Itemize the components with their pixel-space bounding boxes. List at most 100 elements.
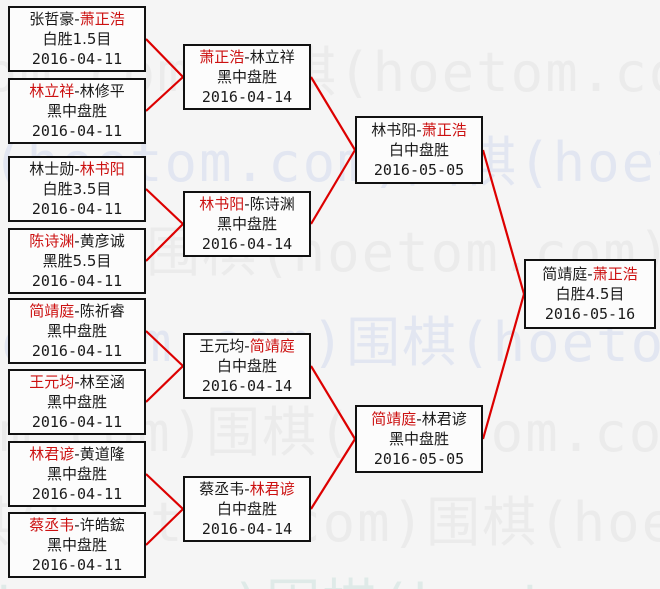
name-separator: - <box>74 516 80 534</box>
match-box-r1m6: 王元均-林至涵 黑中盘胜 2016-04-11 <box>8 369 146 435</box>
match-date: 2016-04-11 <box>31 556 123 574</box>
match-date: 2016-04-11 <box>31 200 123 218</box>
name-separator: - <box>416 410 422 428</box>
connector-line <box>145 76 184 112</box>
player-name: 萧正浩 <box>421 121 467 139</box>
match-result: 白胜4.5目 <box>555 285 625 303</box>
match-players: 张哲豪-萧正浩 <box>10 9 144 29</box>
match-date: 2016-04-14 <box>201 88 293 106</box>
player-name: 简靖庭 <box>249 337 295 355</box>
match-players: 王元均-简靖庭 <box>185 336 309 356</box>
connector-line <box>145 38 184 78</box>
match-players: 林书阳-萧正浩 <box>357 120 481 140</box>
match-players: 林君谚-黄道隆 <box>10 444 144 464</box>
player-name: 林君谚 <box>249 480 295 498</box>
match-players: 蔡丞韦-许皓鋐 <box>10 515 144 535</box>
match-result: 黑中盘胜 <box>46 536 107 554</box>
match-result: 白胜1.5目 <box>42 30 112 48</box>
name-separator: - <box>74 232 80 250</box>
name-separator: - <box>74 302 80 320</box>
match-players: 林立祥-林修平 <box>10 81 144 101</box>
player-name: 张哲豪 <box>29 10 75 28</box>
connector-line <box>145 508 184 546</box>
name-separator: - <box>74 82 80 100</box>
match-result: 黑中盘胜 <box>46 322 107 340</box>
match-players: 简靖庭-林君谚 <box>357 409 481 429</box>
player-name: 陈诗渊 <box>29 232 75 250</box>
connector-line <box>145 330 184 367</box>
match-box-r1m3: 林士勋-林书阳 白胜3.5目 2016-04-11 <box>8 156 146 222</box>
player-name: 简靖庭 <box>542 265 588 283</box>
player-name: 萧正浩 <box>79 10 125 28</box>
player-name: 陈祈睿 <box>79 302 125 320</box>
match-date: 2016-04-14 <box>201 377 293 395</box>
name-separator: - <box>244 480 250 498</box>
match-box-r1m8: 蔡丞韦-许皓鋐 黑中盘胜 2016-04-11 <box>8 512 146 578</box>
connector-line <box>145 473 184 510</box>
match-date: 2016-05-16 <box>544 305 636 323</box>
player-name: 林君谚 <box>421 410 467 428</box>
player-name: 林书阳 <box>199 195 245 213</box>
name-separator: - <box>587 265 593 283</box>
name-separator: - <box>244 48 250 66</box>
connector-line <box>310 76 356 151</box>
match-box-r1m2: 林立祥-林修平 黑中盘胜 2016-04-11 <box>8 78 146 144</box>
match-result: 黑胜5.5目 <box>42 252 112 270</box>
match-box-r1m5: 简靖庭-陈祈睿 黑中盘胜 2016-04-11 <box>8 298 146 364</box>
connector-line <box>145 188 184 225</box>
player-name: 黄道隆 <box>79 445 125 463</box>
player-name: 林修平 <box>79 82 125 100</box>
player-name: 陈诗渊 <box>249 195 295 213</box>
match-players: 陈诗渊-黄彦诚 <box>10 231 144 251</box>
match-result: 黑中盘胜 <box>46 465 107 483</box>
match-date: 2016-04-14 <box>201 235 293 253</box>
connector-line <box>310 438 356 510</box>
match-date: 2016-04-11 <box>31 485 123 503</box>
match-box-r1m7: 林君谚-黄道隆 黑中盘胜 2016-04-11 <box>8 441 146 507</box>
name-separator: - <box>74 445 80 463</box>
connector-line <box>310 365 356 440</box>
match-box-sf2: 简靖庭-林君谚 黑中盘胜 2016-05-05 <box>355 405 483 473</box>
match-box-r1m1: 张哲豪-萧正浩 白胜1.5目 2016-04-11 <box>8 6 146 72</box>
match-players: 林书阳-陈诗渊 <box>185 194 309 214</box>
player-name: 萧正浩 <box>592 265 638 283</box>
match-date: 2016-04-11 <box>31 413 123 431</box>
connector-line <box>310 149 356 225</box>
match-players: 林士勋-林书阳 <box>10 159 144 179</box>
match-date: 2016-04-11 <box>31 50 123 68</box>
match-result: 白胜3.5目 <box>42 180 112 198</box>
match-box-r1m4: 陈诗渊-黄彦诚 黑胜5.5目 2016-04-11 <box>8 228 146 294</box>
match-players: 简靖庭-陈祈睿 <box>10 301 144 321</box>
match-date: 2016-05-05 <box>373 450 465 468</box>
match-result: 黑中盘胜 <box>216 68 277 86</box>
match-date: 2016-04-11 <box>31 342 123 360</box>
player-name: 林立祥 <box>29 82 75 100</box>
match-players: 王元均-林至涵 <box>10 372 144 392</box>
match-date: 2016-04-11 <box>31 272 123 290</box>
match-date: 2016-04-14 <box>201 520 293 538</box>
match-box-r2m2: 林书阳-陈诗渊 黑中盘胜 2016-04-14 <box>183 191 311 257</box>
player-name: 黄彦诚 <box>79 232 125 250</box>
player-name: 简靖庭 <box>29 302 75 320</box>
match-result: 黑中盘胜 <box>46 102 107 120</box>
player-name: 蔡丞韦 <box>199 480 245 498</box>
player-name: 王元均 <box>29 373 75 391</box>
match-box-r2m3: 王元均-简靖庭 白中盘胜 2016-04-14 <box>183 333 311 399</box>
player-name: 林书阳 <box>79 160 125 178</box>
connector-line <box>145 223 184 262</box>
match-result: 黑中盘胜 <box>388 430 449 448</box>
match-result: 白中盘胜 <box>216 500 277 518</box>
match-box-sf1: 林书阳-萧正浩 白中盘胜 2016-05-05 <box>355 116 483 184</box>
name-separator: - <box>74 373 80 391</box>
connector-line <box>481 293 526 440</box>
player-name: 林立祥 <box>249 48 295 66</box>
match-players: 萧正浩-林立祥 <box>185 47 309 67</box>
match-box-r2m4: 蔡丞韦-林君谚 白中盘胜 2016-04-14 <box>183 476 311 542</box>
connector-line <box>145 365 184 403</box>
name-separator: - <box>74 10 80 28</box>
player-name: 林士勋 <box>29 160 75 178</box>
match-box-r2m1: 萧正浩-林立祥 黑中盘胜 2016-04-14 <box>183 44 311 110</box>
player-name: 林书阳 <box>371 121 417 139</box>
